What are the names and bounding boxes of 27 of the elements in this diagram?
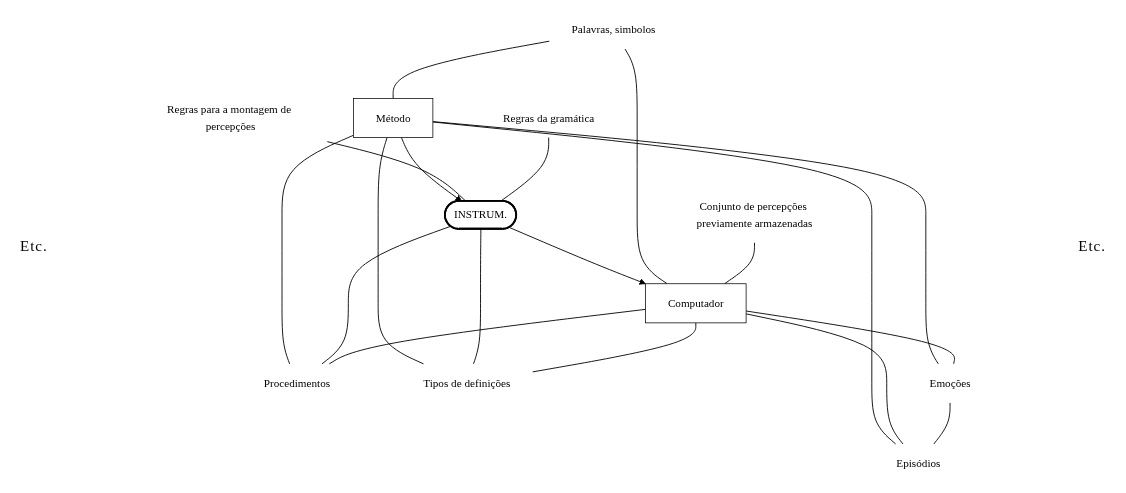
node-text: Procedimentos [263,377,330,390]
connector [326,141,467,202]
connector [392,40,550,99]
node-text: Episódios [896,457,941,470]
connector [745,313,904,445]
connector [723,242,755,285]
node-box: Método [352,98,433,138]
node-text: Tipos de definições [422,377,511,390]
node-box: Computador [644,283,747,324]
connector [933,402,951,445]
node-text: Emoções [929,377,971,390]
connector [377,137,424,365]
connector [328,308,646,365]
connector [281,134,354,365]
connector [624,48,668,285]
node-text: Palavras, simbolos [571,23,656,36]
side-note: Etc. [1078,238,1106,255]
connector [745,310,955,365]
connector [472,228,482,365]
node-text: Regras para a montagem de percepções [166,103,291,133]
connector [432,121,896,445]
connector [432,121,939,365]
side-note: Etc. [20,238,48,255]
node-text: Conjunto de percepções previamente armazenadas [696,200,813,229]
connector [532,322,696,373]
connector [321,225,451,365]
node-text: Regras da gramática [502,111,595,124]
